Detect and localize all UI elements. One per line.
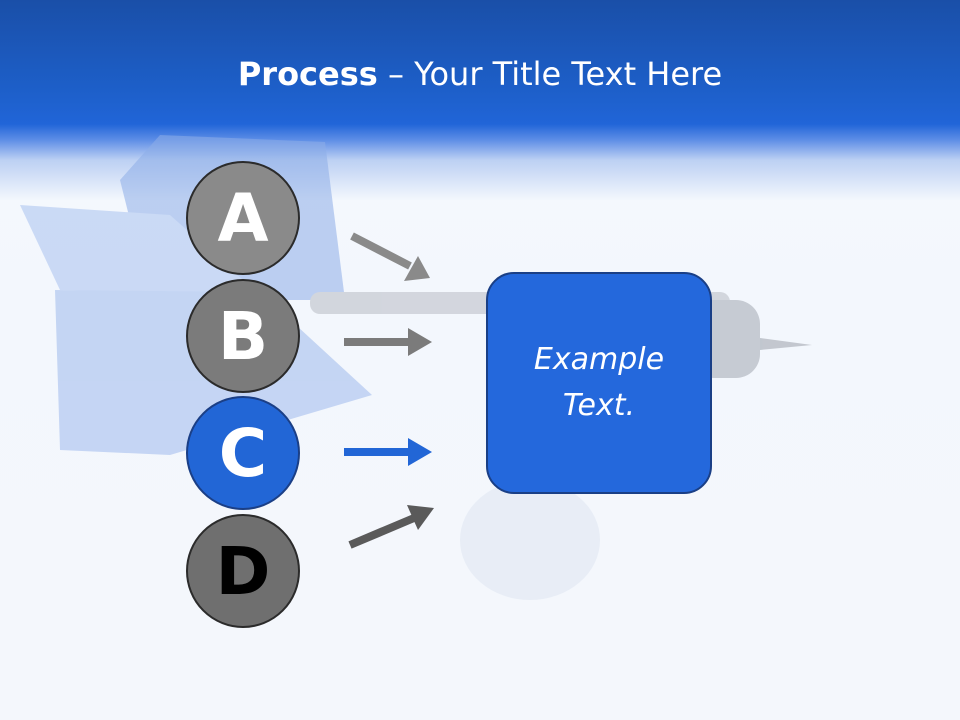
target-box: Example Text. [486,272,712,494]
arrow-c [344,438,432,466]
step-circle-a: A [186,161,300,275]
target-box-text: Example Text. [533,342,665,423]
arrow-a [350,232,430,281]
step-circle-c: C [186,396,300,510]
title-rest: – Your Title Text Here [377,55,723,93]
arrow-b [344,328,432,356]
step-circle-b: B [186,279,300,393]
title-bold: Process [237,55,378,93]
slide-title: Process – Your Title Text Here [0,54,960,94]
arrow-d [348,505,434,549]
step-circle-d: D [186,514,300,628]
